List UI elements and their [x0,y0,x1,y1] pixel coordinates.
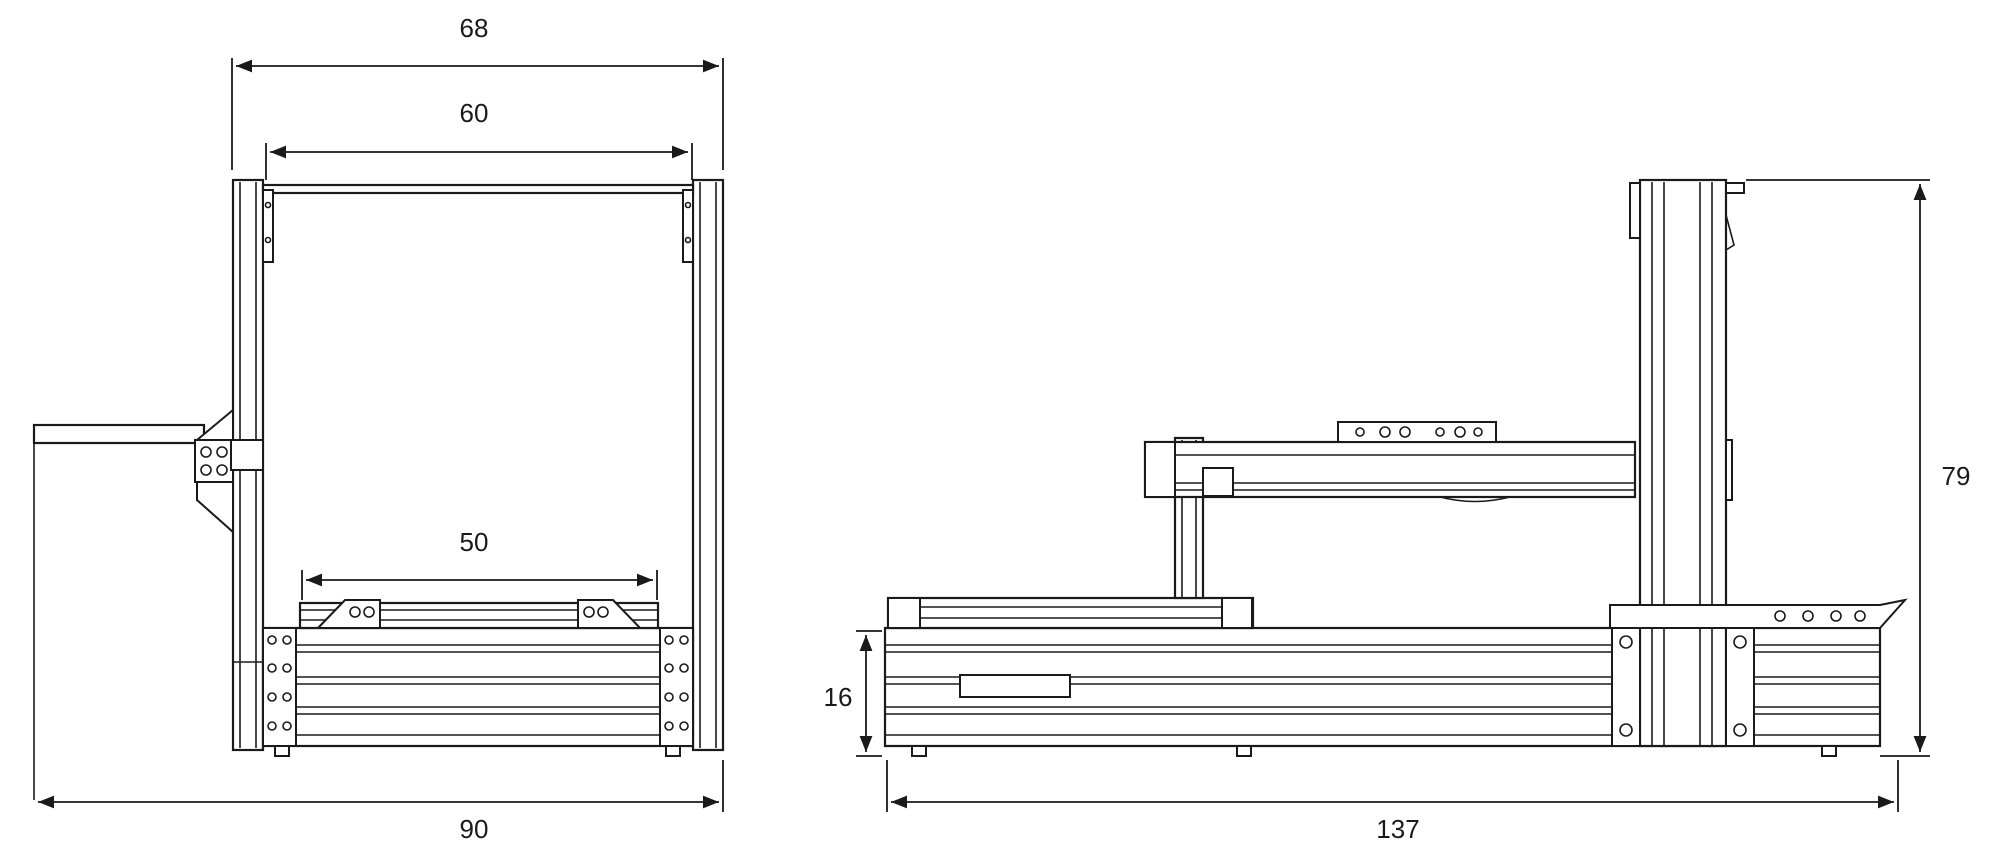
side-view: 16 79 137 [824,178,1971,844]
front-right-upright [691,178,725,752]
side-pedal-rail [886,596,1255,630]
front-pedal-rail [298,599,660,630]
front-top-crossbar [261,183,695,263]
dimension-base-width: 50 [301,527,658,600]
dimension-total-height: 79 [1746,179,1971,757]
front-base-frame [261,626,695,757]
front-view: 68 60 [32,13,725,844]
dimension-base-height: 16 [824,630,882,757]
dimension-outer-width: 68 [231,13,724,170]
side-brackets [1611,627,1755,747]
side-wheel-deck [1143,421,1637,503]
dimension-label-base-height: 16 [824,682,853,712]
dimension-inner-width: 60 [265,98,693,180]
dimension-label-base-width: 50 [460,527,489,557]
side-seat-slider [1609,598,1908,629]
dimension-total-width: 90 [38,760,724,844]
dimension-label-total-height: 79 [1942,461,1971,491]
front-shifter-mount [32,407,264,800]
dimension-label-total-width: 90 [460,814,489,844]
side-seat-upright [1629,178,1745,748]
dimension-label-total-length: 137 [1376,814,1419,844]
dimension-total-length: 137 [886,760,1899,844]
dimension-label-inner-width: 60 [460,98,489,128]
dimension-label-outer-width: 68 [460,13,489,43]
